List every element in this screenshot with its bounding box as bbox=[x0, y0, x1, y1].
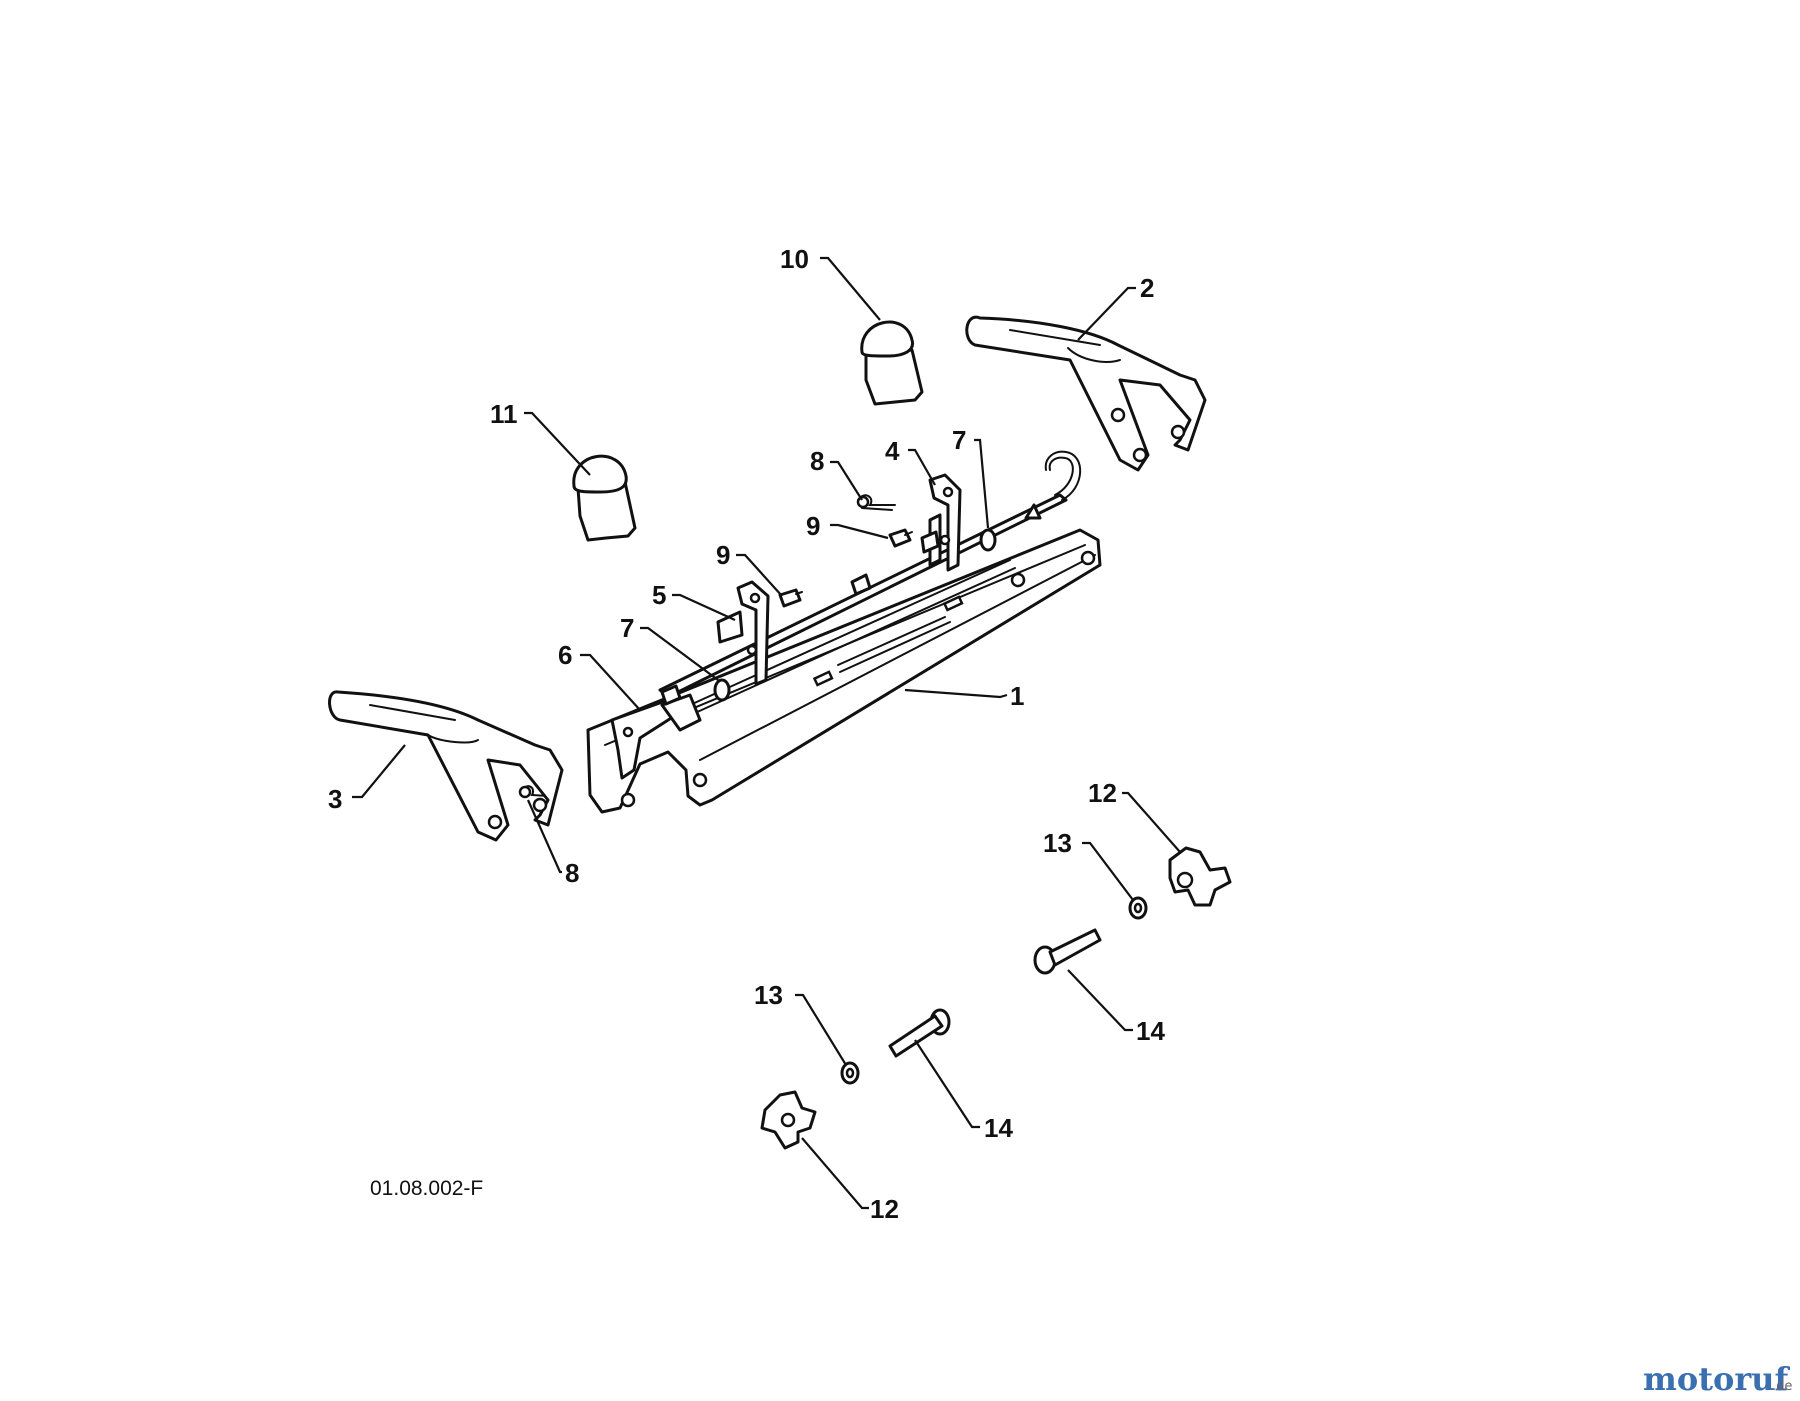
part-8-cotter-pin bbox=[856, 494, 896, 511]
callout-7a: 7 bbox=[620, 613, 634, 643]
callout-14a: 14 bbox=[1136, 1016, 1165, 1046]
watermark-suffix: .de bbox=[1772, 1379, 1792, 1394]
callout-13a: 13 bbox=[1043, 828, 1072, 858]
tab bbox=[1024, 503, 1042, 520]
callout-10: 10 bbox=[780, 244, 809, 274]
drawing-code: 01.08.002-F bbox=[370, 1177, 483, 1200]
callout-13b: 13 bbox=[754, 980, 783, 1010]
callout-7b: 7 bbox=[952, 425, 966, 455]
callout-11: 11 bbox=[490, 399, 518, 429]
part-5-bracket bbox=[716, 580, 770, 686]
leader-lines bbox=[352, 256, 1181, 1210]
part-10-knob bbox=[860, 320, 924, 406]
part-11-knob bbox=[572, 454, 637, 542]
part-14-carriage-bolt bbox=[1033, 928, 1102, 975]
part-12-star-knob bbox=[760, 1090, 817, 1150]
part-14-carriage-bolt bbox=[888, 1008, 951, 1058]
part-2-lever bbox=[965, 315, 1207, 472]
callout-2: 2 bbox=[1140, 273, 1154, 303]
callout-9a: 9 bbox=[806, 511, 820, 541]
part-3-lever bbox=[328, 690, 564, 842]
part-1-mounting-plate bbox=[586, 528, 1102, 814]
part-7-washer bbox=[979, 528, 997, 552]
part-13-nut bbox=[1128, 896, 1148, 920]
tab bbox=[660, 684, 682, 706]
part-9-bolt bbox=[778, 588, 803, 608]
callout-8b: 8 bbox=[565, 858, 579, 888]
callout-14b: 14 bbox=[984, 1113, 1013, 1143]
watermark-logo: motoruf .de bbox=[1643, 1360, 1792, 1398]
callout-8a: 8 bbox=[810, 446, 824, 476]
part-4-bracket bbox=[928, 473, 962, 572]
callout-6: 6 bbox=[558, 640, 572, 670]
callout-4: 4 bbox=[885, 436, 900, 466]
callout-1: 1 bbox=[1010, 681, 1024, 711]
callout-5: 5 bbox=[652, 580, 666, 610]
tab bbox=[920, 530, 940, 554]
watermark-brand: motoruf bbox=[1643, 1360, 1790, 1398]
callout-3: 3 bbox=[328, 784, 342, 814]
part-13-nut bbox=[840, 1061, 860, 1085]
callout-12a: 12 bbox=[1088, 778, 1117, 808]
callout-12b: 12 bbox=[870, 1194, 899, 1224]
callouts: 1 2 3 4 5 6 7 7 8 8 9 9 10 11 12 12 13 1… bbox=[328, 244, 1165, 1224]
part-9-bolt bbox=[888, 528, 913, 548]
callout-9b: 9 bbox=[716, 540, 730, 570]
tab bbox=[850, 573, 872, 596]
part-8-cotter-pin bbox=[518, 785, 549, 799]
part-7-washer bbox=[713, 678, 731, 702]
part-12-star-knob bbox=[1168, 846, 1232, 907]
